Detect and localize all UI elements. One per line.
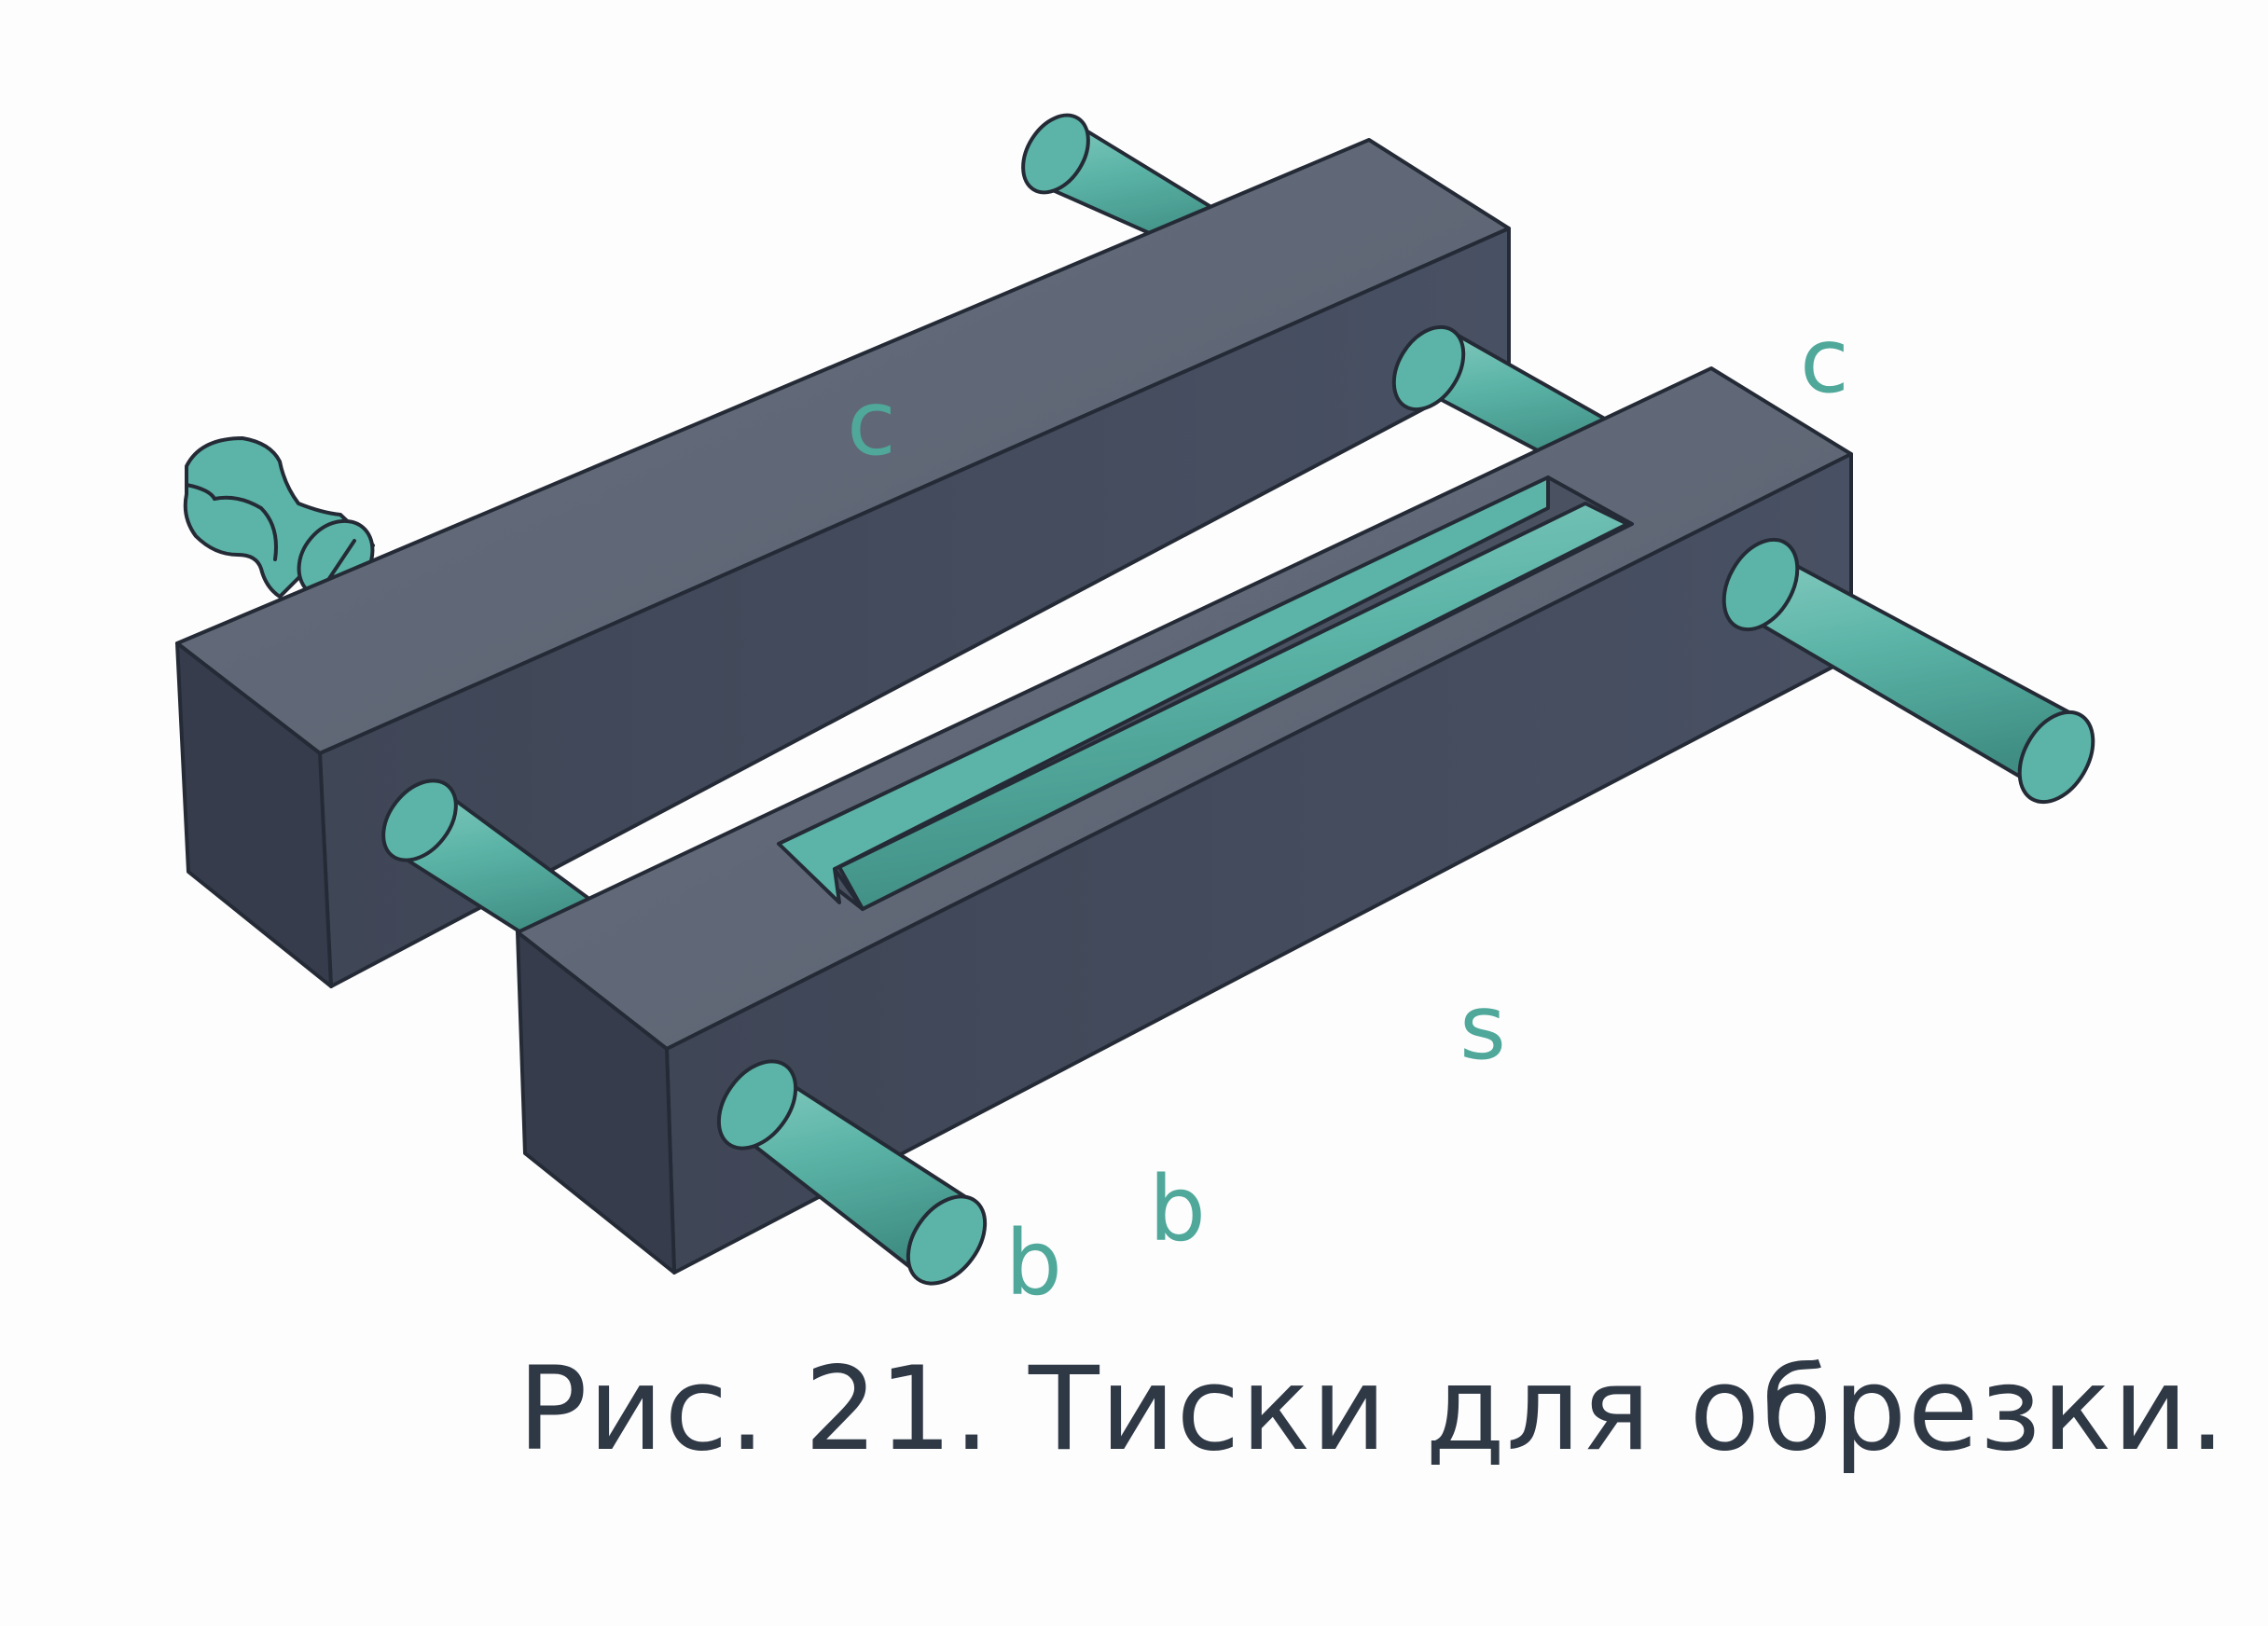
label-c-right: c (1800, 309, 1849, 413)
rod-front-right (1722, 537, 2095, 805)
label-b-right: b (1149, 1157, 1206, 1261)
label-s: s (1459, 975, 1506, 1080)
label-b-left: b (1005, 1211, 1062, 1316)
figure-caption: Рис. 21. Тиски для обрезки. (518, 1343, 2227, 1477)
rod-back-front-left (381, 779, 599, 953)
front-bar (516, 366, 1853, 1275)
rod-front-left (716, 1059, 988, 1286)
label-c-upper-bar: c (847, 371, 896, 475)
